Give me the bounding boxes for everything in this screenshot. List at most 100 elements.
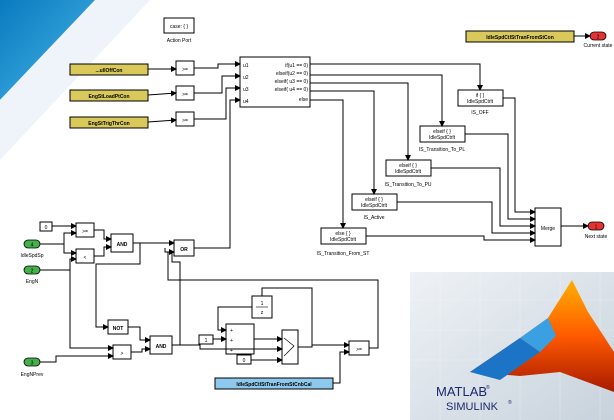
action-port-block[interactable]: case: { } Action Port bbox=[163, 17, 195, 44]
next-state-outport[interactable]: 1 Next state bbox=[585, 221, 608, 240]
svg-text:elseif(u2 == 0): elseif(u2 == 0) bbox=[276, 71, 308, 77]
svg-text:OR: OR bbox=[180, 247, 188, 253]
svg-text:>=: >= bbox=[182, 118, 188, 124]
not-block[interactable]: NOT bbox=[107, 319, 129, 335]
svg-text:1: 1 bbox=[205, 338, 208, 344]
gold-input-3[interactable]: EngStTrigThrCon bbox=[69, 116, 149, 129]
unit-delay-block[interactable]: 1 z bbox=[251, 295, 273, 319]
svg-text:...ullOffCon: ...ullOffCon bbox=[96, 68, 123, 74]
svg-text:z: z bbox=[261, 310, 264, 316]
relop-block-3[interactable]: >= bbox=[175, 111, 195, 127]
svg-text:+: + bbox=[230, 328, 233, 334]
calibration-block[interactable]: IdleSpdCtlStTranFromStCnbCal bbox=[214, 377, 334, 390]
subsystem-is-off[interactable]: if { } IdleSpdCtrlt IS_OFF bbox=[457, 89, 504, 116]
svg-text:>=: >= bbox=[356, 347, 362, 353]
svg-text:Next state: Next state bbox=[585, 234, 608, 240]
svg-text:Current state: Current state bbox=[584, 43, 613, 49]
eng-n-inport[interactable]: 2 EngN bbox=[23, 265, 41, 285]
svg-text:EngNPrev: EngNPrev bbox=[21, 372, 44, 378]
eng-n-prev-inport[interactable]: 3 EngNPrev bbox=[21, 357, 44, 378]
svg-text:+: + bbox=[230, 348, 233, 354]
constant-zero-1[interactable]: 0 bbox=[39, 221, 53, 232]
svg-text:>=: >= bbox=[82, 229, 88, 235]
wire bbox=[217, 306, 252, 333]
svg-text:IdleSpdCtrlt: IdleSpdCtrlt bbox=[467, 99, 494, 105]
wire bbox=[40, 230, 77, 245]
gold-input-1[interactable]: ...ullOffCon bbox=[69, 63, 149, 76]
wire bbox=[131, 346, 151, 353]
svg-text:AND: AND bbox=[156, 344, 167, 350]
svg-text:NOT: NOT bbox=[113, 326, 124, 332]
svg-text:IdleSpdCtlStTranFromStCnbCal: IdleSpdCtlStTranFromStCnbCal bbox=[236, 382, 312, 388]
wire bbox=[94, 244, 112, 257]
svg-text:+: + bbox=[230, 338, 233, 344]
subsystem-transition-from-st[interactable]: else { } IdleSpdCtrlt IS_Transition_From… bbox=[317, 227, 370, 257]
svg-text:case: { }: case: { } bbox=[170, 24, 188, 30]
wire bbox=[397, 201, 536, 236]
svg-text:AND: AND bbox=[117, 242, 128, 248]
wire bbox=[63, 244, 77, 256]
svg-text:u1: u1 bbox=[243, 63, 249, 69]
svg-text:IS_Transition_To_PU: IS_Transition_To_PU bbox=[384, 182, 431, 188]
relop-block-1[interactable]: >= bbox=[175, 60, 195, 76]
wire bbox=[147, 90, 177, 97]
svg-text:MATLAB: MATLAB bbox=[436, 384, 487, 399]
svg-text:EngStTrigThrCon: EngStTrigThrCon bbox=[88, 121, 129, 127]
svg-text:IdleSpdCtrlt: IdleSpdCtrlt bbox=[429, 135, 456, 141]
svg-text:IS_OFF: IS_OFF bbox=[471, 110, 489, 116]
constant-one[interactable]: 1 bbox=[198, 334, 214, 345]
svg-text:IdleSpdCtrlt: IdleSpdCtrlt bbox=[395, 169, 422, 175]
wire bbox=[310, 90, 377, 195]
wire bbox=[310, 82, 411, 161]
wire bbox=[128, 326, 151, 343]
switch-case-block[interactable]: u1 u2 u3 u4 if(u1 == 0) elseif(u2 == 0) … bbox=[239, 56, 311, 108]
or-block[interactable]: OR bbox=[173, 239, 195, 257]
switch-block[interactable] bbox=[281, 329, 299, 365]
wire bbox=[465, 133, 536, 222]
current-state-outport[interactable]: 2 Current state bbox=[584, 31, 613, 49]
svg-text:IS_Transition_From_ST: IS_Transition_From_ST bbox=[317, 251, 370, 257]
and-block-2[interactable]: AND bbox=[149, 335, 173, 355]
wire bbox=[172, 344, 283, 352]
wire bbox=[366, 235, 536, 243]
gold-tran-from-st[interactable]: IdleSpdCtlStTranFromStCon bbox=[465, 30, 575, 43]
svg-text:®: ® bbox=[508, 399, 512, 406]
merge-block[interactable]: Merge bbox=[534, 207, 562, 247]
idle-spd-sp-inport[interactable]: 4 IdleSpdSp bbox=[20, 239, 44, 259]
subsystem-transition-to-pu[interactable]: elseif { } IdleSpdCtrlt IS_Transition_To… bbox=[384, 159, 432, 188]
svg-text:IdleSpdSp: IdleSpdSp bbox=[20, 253, 43, 259]
svg-text:u2: u2 bbox=[243, 75, 249, 81]
svg-text:elseif( u4 == 0): elseif( u4 == 0) bbox=[275, 87, 309, 93]
svg-text:u4: u4 bbox=[243, 99, 249, 105]
wire bbox=[40, 353, 114, 363]
svg-text:>=: >= bbox=[182, 67, 188, 73]
wire bbox=[69, 270, 114, 351]
svg-text:0: 0 bbox=[45, 225, 48, 231]
svg-text:IS_Active: IS_Active bbox=[363, 215, 384, 221]
gold-input-2[interactable]: EngStLoadPtCon bbox=[69, 89, 149, 102]
svg-text:1: 1 bbox=[595, 225, 598, 231]
relop-gt-block[interactable]: > bbox=[112, 344, 132, 360]
svg-text:if { }: if { } bbox=[476, 93, 485, 99]
svg-text:elseif { }: elseif { } bbox=[399, 163, 417, 169]
wire bbox=[147, 117, 177, 124]
wire bbox=[431, 167, 536, 229]
wire bbox=[167, 249, 379, 349]
subsystem-is-active[interactable]: elseif { } IdleSpdCtrlt IS_Active bbox=[351, 193, 398, 221]
svg-text:elseif { }: elseif { } bbox=[433, 129, 451, 135]
relop-block-2[interactable]: >= bbox=[175, 85, 195, 101]
relop-lt-block[interactable]: < bbox=[75, 248, 95, 264]
constant-zero-2[interactable]: 0 bbox=[236, 354, 252, 365]
svg-text:EngN: EngN bbox=[26, 279, 39, 285]
relop-ge-final-block[interactable]: >= bbox=[348, 340, 370, 356]
svg-text:IS_Transition_To_PL: IS_Transition_To_PL bbox=[419, 147, 465, 153]
svg-text:EngStLoadPtCon: EngStLoadPtCon bbox=[88, 94, 129, 100]
and-block-1[interactable]: AND bbox=[110, 233, 134, 253]
wire bbox=[310, 99, 346, 229]
svg-text:IdleSpdCtlStTranFromStCon: IdleSpdCtlStTranFromStCon bbox=[486, 35, 554, 41]
relop-ge-block[interactable]: >= bbox=[75, 222, 95, 238]
wire bbox=[333, 349, 350, 384]
subsystem-transition-to-pl[interactable]: elseif { } IdleSpdCtrlt IS_Transition_To… bbox=[419, 125, 466, 153]
svg-text:2: 2 bbox=[31, 269, 34, 275]
